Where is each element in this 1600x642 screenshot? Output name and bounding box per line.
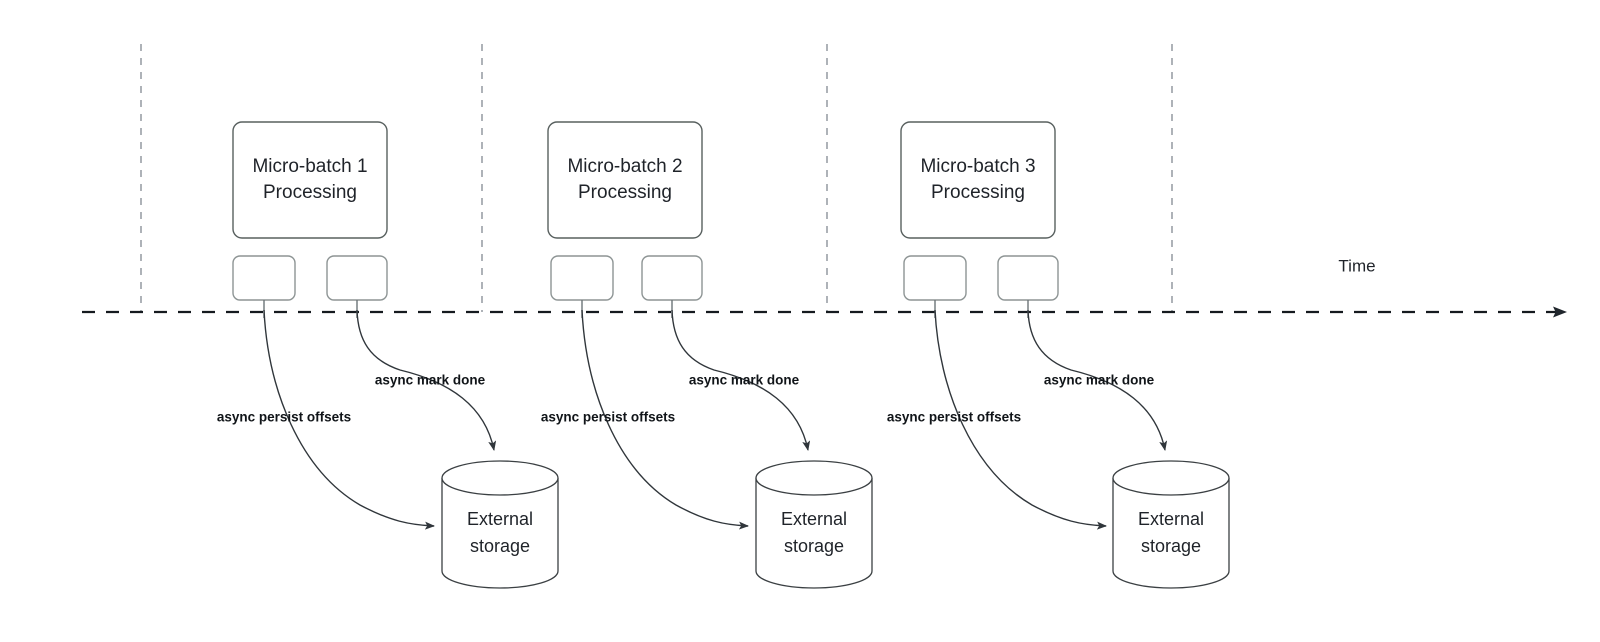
micro-batch-3-label-line2: Processing [931,182,1025,203]
group-3-task-box-left[interactable] [903,255,967,301]
group-2: Micro-batch 2 Processing async persist o… [541,121,873,589]
group-2-storage-label-line2: storage [784,536,844,556]
group-1-mark-done-label: async mark done [375,373,486,388]
micro-batch-2-label-line1: Micro-batch 2 [567,156,682,177]
group-3-persist-offsets-label: async persist offsets [887,410,1021,425]
group-1-storage-label-line1: External [467,509,533,529]
group-3-storage-label-line2: storage [1141,536,1201,556]
group-1-mark-done-arrow [356,309,497,451]
micro-batch-2-label-line2: Processing [578,182,672,203]
micro-batch-3-label-line1: Micro-batch 3 [920,156,1035,177]
timeline-tick-marks [140,44,1173,312]
group-1-storage-cylinder-top [441,460,559,496]
group-2-mark-done-arrow [671,309,811,451]
micro-batch-1-label-line1: Micro-batch 1 [252,156,367,177]
group-3: Micro-batch 3 Processing async persist o… [887,121,1230,589]
group-1-task-box-left[interactable] [232,255,296,301]
micro-batch-1-label-line2: Processing [263,182,357,203]
group-3-mark-done-arrow [1027,309,1168,451]
group-2-storage-cylinder-top [755,460,873,496]
group-1-task-box-right[interactable] [326,255,388,301]
group-3-storage-cylinder[interactable] [1112,478,1230,589]
group-1-storage-label-line2: storage [470,536,530,556]
group-1-storage-cylinder[interactable] [441,478,559,589]
group-2-task-box-left[interactable] [550,255,614,301]
group-2-task-box-right[interactable] [641,255,703,301]
group-1: Micro-batch 1 Processing async persist o… [217,121,559,589]
group-3-storage-cylinder-top [1112,460,1230,496]
micro-batch-2-box[interactable] [547,121,703,239]
group-3-persist-offsets-arrow [934,309,1107,530]
group-3-mark-done-label: async mark done [1044,373,1155,388]
group-2-persist-offsets-arrow [581,309,749,530]
group-1-persist-offsets-label: async persist offsets [217,410,351,425]
group-2-storage-label-line1: External [781,509,847,529]
group-2-storage-cylinder[interactable] [755,478,873,589]
group-2-persist-offsets-label: async persist offsets [541,410,675,425]
group-3-storage-label-line1: External [1138,509,1204,529]
time-axis-label: Time [1338,256,1375,275]
group-1-persist-offsets-arrow [263,309,435,530]
group-2-mark-done-label: async mark done [689,373,800,388]
group-3-task-box-right[interactable] [997,255,1059,301]
micro-batch-3-box[interactable] [900,121,1056,239]
micro-batch-1-box[interactable] [232,121,388,239]
